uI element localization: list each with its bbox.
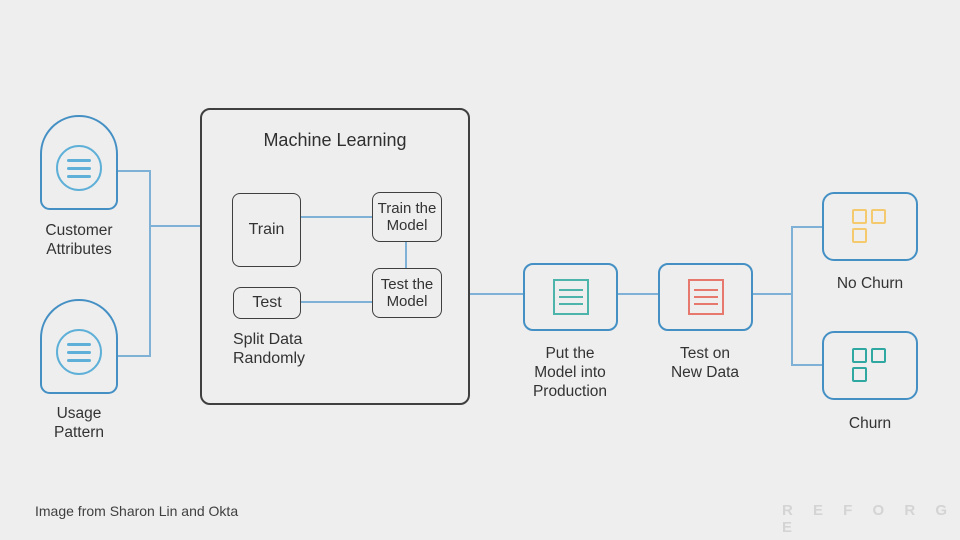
three-squares-icon: [852, 209, 886, 243]
churn-box: [822, 331, 918, 400]
usage-pattern-label: Usage Pattern: [54, 405, 104, 441]
node-customer-attributes: [40, 115, 118, 210]
icon-square: [852, 348, 867, 363]
icon-square: [852, 209, 867, 224]
test-box: Test: [233, 287, 301, 319]
connector-line: [118, 355, 151, 357]
production-label: Put the Model into Production: [532, 345, 608, 400]
no-churn-box: [822, 192, 918, 261]
connector-line: [791, 226, 823, 228]
connector-line: [791, 364, 823, 366]
connector-line: [301, 216, 372, 218]
train-the-model-box: Train the Model: [372, 192, 442, 242]
icon-square: [852, 367, 867, 382]
icon-square: [852, 228, 867, 243]
test-new-data-box: [658, 263, 753, 331]
train-box: Train: [232, 193, 301, 267]
document-lines-icon: [687, 279, 724, 315]
icon-line: [67, 158, 91, 162]
churn-label: Churn: [848, 415, 892, 432]
connector-line: [149, 170, 151, 357]
icon-line: [67, 358, 91, 362]
icon-line: [693, 289, 718, 291]
connector-line: [469, 293, 524, 295]
connector-line: [617, 293, 659, 295]
customer-attributes-label: Customer Attributes: [45, 222, 113, 258]
three-squares-icon: [852, 348, 886, 382]
connector-line: [405, 242, 407, 269]
icon-square: [871, 348, 886, 363]
connector-line: [150, 225, 202, 227]
icon-line: [67, 174, 91, 178]
icon-line: [693, 296, 718, 298]
machine-learning-group: [200, 108, 470, 405]
icon-square: [871, 209, 886, 224]
test-the-model-box: Test the Model: [372, 268, 442, 318]
connector-line: [752, 293, 793, 295]
icon-line: [67, 350, 91, 354]
connector-line: [118, 170, 151, 172]
list-circle-icon: [56, 145, 102, 191]
list-circle-icon: [56, 329, 102, 375]
node-usage-pattern: [40, 299, 118, 394]
icon-line: [67, 166, 91, 170]
no-churn-label: No Churn: [836, 275, 904, 292]
image-credit: Image from Sharon Lin and Okta: [35, 503, 239, 519]
icon-line: [558, 296, 583, 298]
connector-line: [791, 226, 793, 366]
icon-line: [67, 342, 91, 346]
icon-line: [558, 303, 583, 305]
connector-line: [301, 301, 372, 303]
icon-line: [693, 303, 718, 305]
machine-learning-title: Machine Learning: [263, 130, 407, 150]
document-lines-icon: [552, 279, 589, 315]
production-box: [523, 263, 618, 331]
reforge-logo: R E F O R G E: [782, 502, 956, 536]
icon-line: [558, 289, 583, 291]
split-data-note: Split Data Randomly: [233, 331, 306, 367]
test-new-data-label: Test on New Data: [670, 345, 740, 381]
